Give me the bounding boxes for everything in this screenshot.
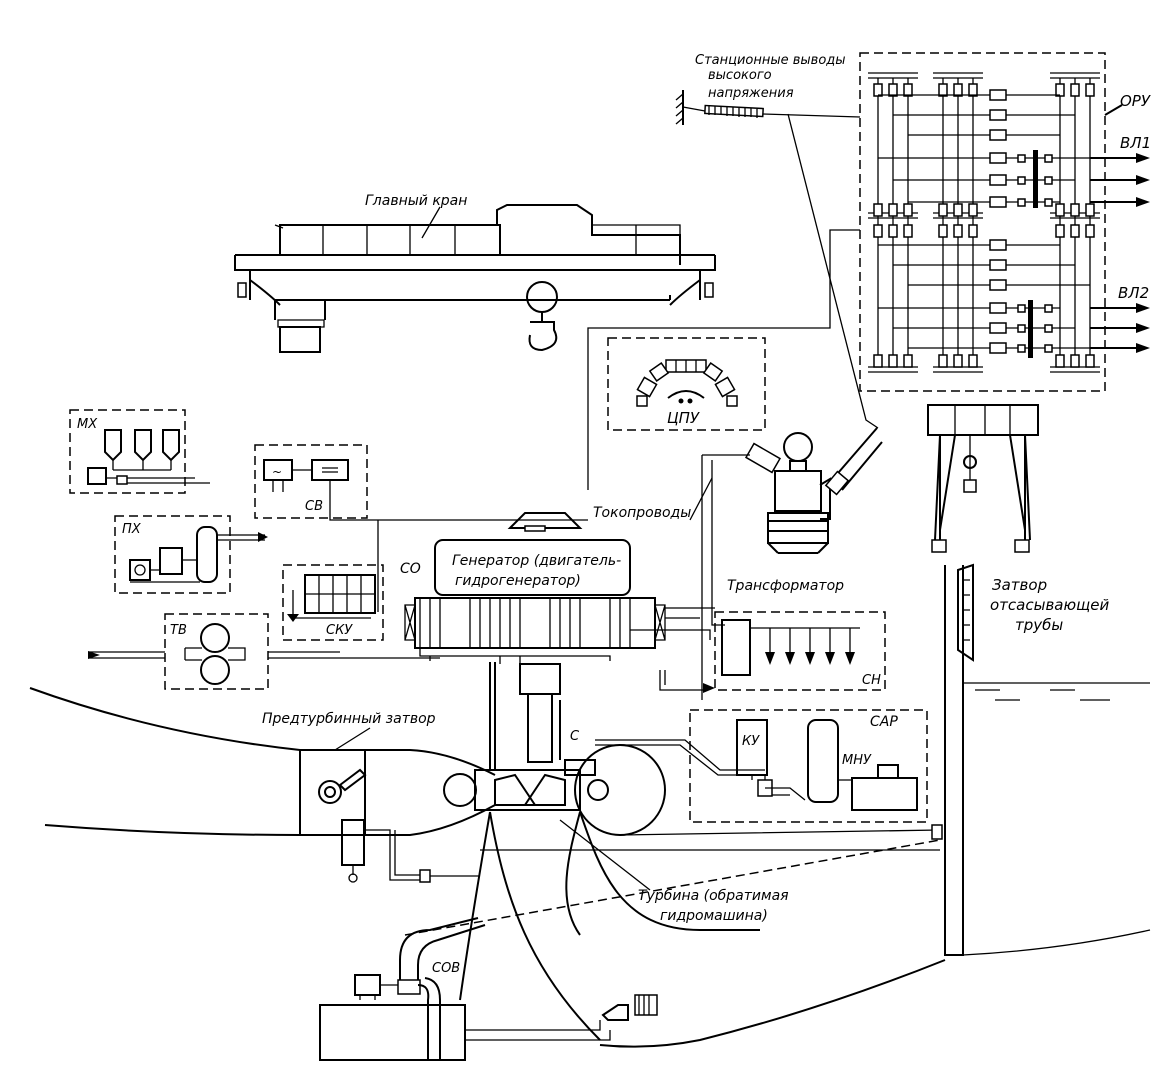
- sn-label: СН: [862, 673, 881, 688]
- draft-gate-label-line2: отсасывающей: [990, 596, 1109, 614]
- transformer-label: Трансформатор: [727, 578, 844, 594]
- cpu-label: ЦПУ: [667, 409, 700, 427]
- sv-block: ~ СВ: [254, 444, 588, 521]
- station-terminals-line1: Станционные выводы: [695, 53, 846, 68]
- turbine-label-line2: гидромашина): [660, 908, 768, 924]
- sov-label: СОВ: [432, 961, 460, 976]
- gantry-crane: [927, 404, 1039, 553]
- oru-label: ОРУ: [1120, 92, 1151, 110]
- draft-tube: [404, 824, 946, 1048]
- ku-label: КУ: [742, 734, 760, 749]
- sku-block: СКУ: [282, 520, 384, 641]
- mx-block: МХ: [69, 409, 210, 494]
- main-crane-label: Главный кран: [365, 193, 467, 209]
- sar-label: САР: [870, 714, 898, 730]
- sn-block: СН: [659, 611, 886, 693]
- preturbine-gate-label: Предтурбинный затвор: [262, 711, 436, 727]
- main-shaft: [489, 662, 561, 771]
- px-block: ПХ: [114, 515, 268, 594]
- turbine-label-line1: Турбина (обратимая: [638, 888, 789, 904]
- mnu-label: МНУ: [842, 753, 872, 768]
- c-label: С: [570, 729, 580, 744]
- oru-switchgear: ОРУ ВЛ1 ВЛ2: [859, 52, 1151, 392]
- station-terminals-line2: высокого: [708, 68, 772, 83]
- generator-label-line1: Генератор (двигатель-: [452, 553, 621, 569]
- penstock: Предтурбинный затвор: [29, 687, 496, 883]
- generator-label-line2: гидрогенератор): [455, 573, 581, 589]
- sv-gen-symbol: ~: [272, 465, 282, 479]
- sv-label: СВ: [305, 499, 323, 514]
- vl2-label: ВЛ2: [1118, 284, 1149, 302]
- sov-block: СОВ: [319, 917, 658, 1061]
- vl1-label: ВЛ1: [1120, 134, 1151, 152]
- draft-gate-label-line3: трубы: [1015, 616, 1063, 634]
- transformer: Трансформатор Токопроводы: [593, 427, 883, 700]
- main-crane: Главный кран: [234, 193, 716, 353]
- station-terminals-line3: напряжения: [708, 86, 794, 101]
- tv-label: ТВ: [170, 623, 187, 638]
- sar-block: САР КУ МНУ: [595, 709, 928, 823]
- draft-gate-label-line1: Затвор: [992, 576, 1047, 594]
- cpu-control-room: ЦПУ: [587, 229, 860, 490]
- tokoprovody-label: Токопроводы: [593, 505, 691, 521]
- mx-label: МХ: [77, 417, 98, 432]
- px-label: ПХ: [122, 522, 142, 537]
- tv-block: ТВ: [88, 613, 440, 690]
- generator: СО Генератор (двигатель- гидрогенератор): [400, 512, 715, 664]
- dam-structure: Затвор отсасывающей трубы: [944, 563, 1151, 956]
- sku-label: СКУ: [326, 623, 353, 638]
- station-terminals: [675, 90, 879, 429]
- so-label: СО: [400, 561, 421, 577]
